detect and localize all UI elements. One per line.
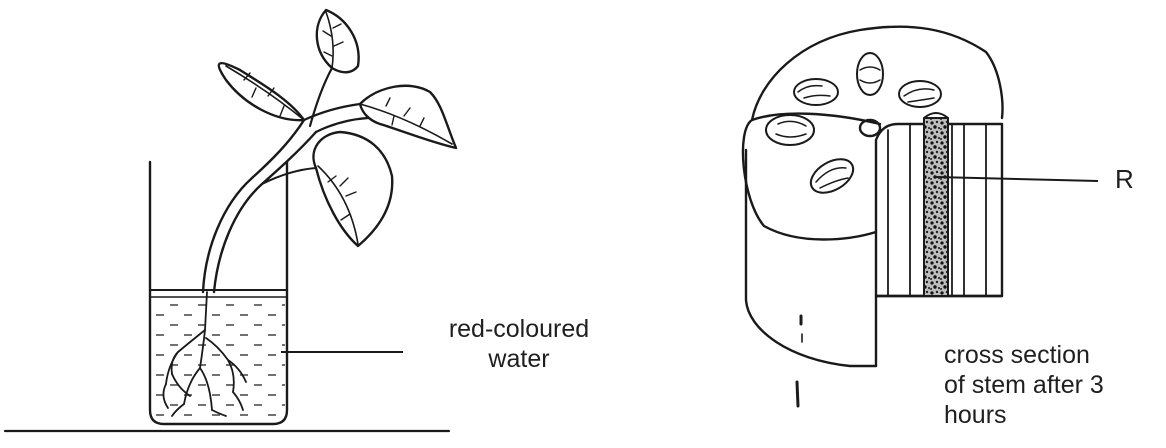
plant-stem [203,120,316,292]
leaf-upper-left [219,63,304,120]
water [150,290,287,422]
r-pointer-line [936,177,1098,181]
cross-section-caption: cross section of stem after 3 hours [944,340,1104,430]
plant-in-beaker [5,10,456,431]
water-label-line-2: water [434,344,604,374]
caption-line-2: of stem after 3 [944,370,1104,400]
caption-line-1: cross section [944,340,1104,370]
leaf-top [317,10,359,72]
stained-xylem-r [924,118,948,296]
vascular-bundles [766,53,941,200]
r-label: R [1115,164,1134,194]
leaf-right [360,86,456,148]
water-label: red-coloured water [434,314,604,374]
water-label-line-1: red-coloured [434,314,604,344]
leaf-middle [313,132,392,246]
caption-line-3: hours [944,400,1104,430]
